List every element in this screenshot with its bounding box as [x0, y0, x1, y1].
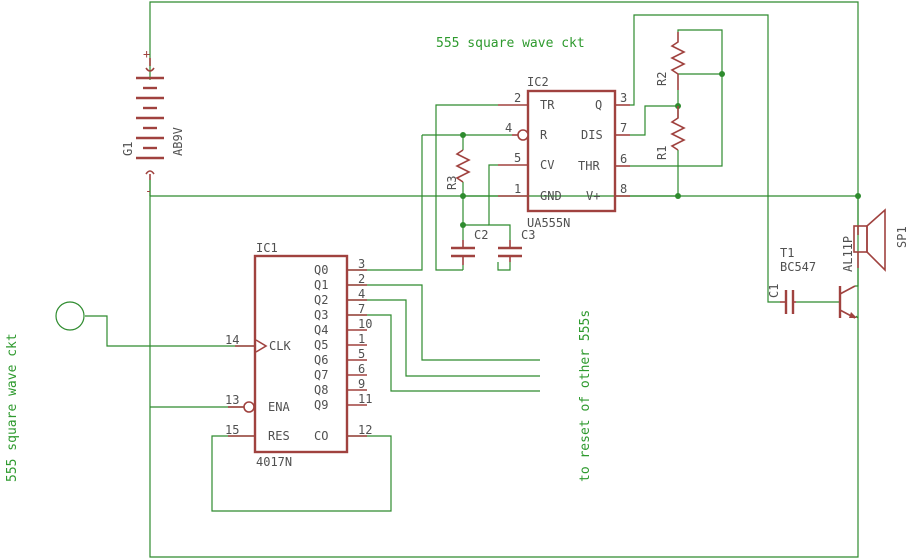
ic1-num-9: 9 — [358, 377, 365, 391]
ic2-pin-thr: THR — [578, 159, 600, 173]
c2-label: C2 — [474, 228, 488, 242]
ic1-num-4: 4 — [358, 287, 365, 301]
ic1-clk-label: CLK — [269, 339, 291, 353]
ic1-pin-q5: Q5 — [314, 338, 328, 352]
ic1-pin-q0: Q0 — [314, 263, 328, 277]
t1-label: T1 — [780, 246, 794, 260]
ic2-part: UA555N — [527, 216, 570, 230]
ic2-num-3: 3 — [620, 91, 627, 105]
battery-g1 — [136, 58, 164, 180]
junctions — [460, 71, 861, 228]
left-title: 555 square wave ckt — [5, 333, 20, 482]
ic1-pin-q4: Q4 — [314, 323, 328, 337]
t1-value: BC547 — [780, 260, 816, 274]
ic1-pin-q8: Q8 — [314, 383, 328, 397]
capacitor-c2 — [451, 240, 475, 265]
text-labels: 555 square wave ckt 555 square wave ckt … — [5, 36, 909, 482]
c3-label: C3 — [521, 228, 535, 242]
ic1-pin-q6: Q6 — [314, 353, 328, 367]
ic1-pin-q7: Q7 — [314, 368, 328, 382]
ic2-pin-cv: CV — [540, 158, 554, 172]
capacitor-c1 — [780, 290, 796, 314]
battery-plus: + — [143, 47, 150, 61]
ic1-clk-num: 14 — [225, 333, 239, 347]
c1-label: C1 — [767, 284, 781, 298]
resistor-r2 — [670, 32, 686, 90]
ic1-num-7: 7 — [358, 302, 365, 316]
ic1-pin-q2: Q2 — [314, 293, 328, 307]
ic1-ena-label: ENA — [268, 400, 290, 414]
g1-value: AB9V — [171, 127, 185, 156]
resistor-r1 — [670, 106, 686, 151]
ic1-res-num: 15 — [225, 423, 239, 437]
battery-minus: - — [145, 184, 152, 198]
ic2-num-1: 1 — [514, 182, 521, 196]
speaker-sp1 — [853, 208, 886, 272]
sp1-value: AL11P — [841, 236, 855, 272]
ic2-555 — [498, 89, 630, 213]
top-title: 555 square wave ckt — [436, 36, 585, 51]
ic2-pin-tr: TR — [540, 98, 555, 112]
ic1-num-2: 2 — [358, 272, 365, 286]
ic1-num-10: 10 — [358, 317, 372, 331]
sp1-label: SP1 — [895, 226, 909, 248]
ic2-name: IC2 — [527, 75, 549, 89]
r1-label: R1 — [655, 146, 669, 160]
ic2-num-7: 7 — [620, 121, 627, 135]
ic2-num-5: 5 — [514, 151, 521, 165]
ic2-pin-vplus: V+ — [586, 189, 600, 203]
ic1-num-12: 12 — [358, 423, 372, 437]
ic1-pin-q3: Q3 — [314, 308, 328, 322]
reset-note: to reset of other 555s — [578, 310, 593, 482]
ic2-pin-q: Q — [595, 98, 602, 112]
ic2-num-8: 8 — [620, 182, 627, 196]
ic1-part: 4017N — [256, 455, 292, 469]
ic1-num-6: 6 — [358, 362, 365, 376]
ic1-pin-q1: Q1 — [314, 278, 328, 292]
input-connector — [55, 301, 85, 331]
r3-label: R3 — [445, 176, 459, 190]
ic1-ena-num: 13 — [225, 393, 239, 407]
ic1-num-5: 5 — [358, 347, 365, 361]
ic1-num-3: 3 — [358, 257, 365, 271]
ic2-num-2: 2 — [514, 91, 521, 105]
ic1-res-label: RES — [268, 429, 290, 443]
wires — [85, 1, 859, 558]
r2-label: R2 — [655, 72, 669, 86]
ic2-num-4: 4 — [505, 121, 512, 135]
capacitor-c3 — [498, 240, 522, 262]
ic2-pin-gnd: GND — [540, 189, 562, 203]
g1-label: G1 — [121, 142, 135, 156]
ic1-num-1: 1 — [358, 332, 365, 346]
ic1-pin-q9: Q9 — [314, 398, 328, 412]
ic2-pin-dis: DIS — [581, 128, 603, 142]
transistor-t1 — [838, 285, 857, 319]
resistor-r3 — [455, 149, 471, 183]
ic1-pin-co: CO — [314, 429, 328, 443]
ic2-num-6: 6 — [620, 152, 627, 166]
ic1-name: IC1 — [256, 241, 278, 255]
ic1-4017 — [228, 254, 367, 454]
ic2-pin-r: R — [540, 128, 548, 142]
ic1-num-11: 11 — [358, 392, 372, 406]
